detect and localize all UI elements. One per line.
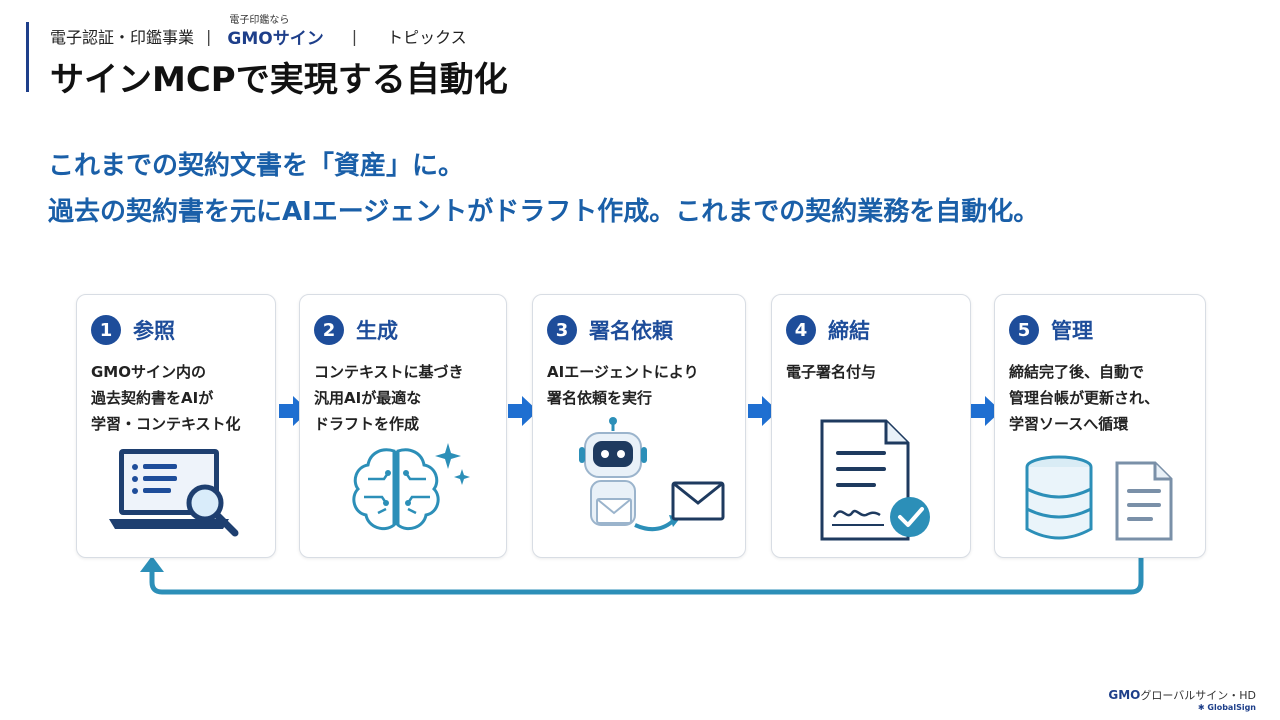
step-number: 2: [314, 315, 344, 345]
gmo-sign-logo: 電子印鑑なら GMOサイン: [227, 15, 324, 49]
lead-text: これまでの契約文書を「資産」に。 過去の契約書を元にAIエージェントがドラフト作…: [48, 143, 1039, 235]
brand-sign: サイン: [272, 28, 324, 49]
database-document-icon: [1025, 455, 1173, 541]
step-title: 生成: [356, 319, 398, 343]
step-title: 署名依頼: [589, 319, 673, 343]
step-number: 3: [547, 315, 577, 345]
breadcrumb-separator: |: [351, 26, 358, 46]
step-card-3: 3 署名依頼 AIエージェントにより 署名依頼を実行: [532, 294, 746, 558]
step-card-1: 1 参照 GMOサイン内の 過去契約書をAIが 学習・コンテキスト化: [76, 294, 276, 558]
step-card-2: 2 生成 コンテキストに基づき 汎用AIが最適な ドラフトを作成: [299, 294, 507, 558]
brand-tagline: 電子印鑑なら: [229, 14, 290, 26]
breadcrumb: 電子認証・印鑑事業 | 電子印鑑なら GMOサイン | トピックス: [50, 15, 467, 50]
step-description: AIエージェントにより 署名依頼を実行: [547, 363, 699, 407]
step-title: 管理: [1051, 319, 1093, 343]
lead-line-1: これまでの契約文書を「資産」に。: [48, 151, 465, 181]
step-title: 締結: [828, 319, 870, 343]
step-description: 電子署名付与: [786, 363, 877, 381]
step-number: 4: [786, 315, 816, 345]
step-description: 締結完了後、自動で 管理台帳が更新され、 学習ソースへ循環: [1009, 363, 1160, 433]
breadcrumb-division: 電子認証・印鑑事業: [50, 28, 195, 47]
footer-logo-sub: GlobalSign: [1207, 703, 1256, 712]
step-description: GMOサイン内の 過去契約書をAIが 学習・コンテキスト化: [91, 363, 241, 433]
flow-arrow-icon: [971, 396, 1001, 426]
step-title: 参照: [133, 319, 175, 343]
step-description: コンテキストに基づき 汎用AIが最適な ドラフトを作成: [314, 363, 464, 433]
lead-line-2: 過去の契約書を元にAIエージェントがドラフト作成。これまでの契約業務を自動化。: [48, 197, 1040, 227]
loop-arrow: [140, 555, 1144, 595]
signed-document-icon: [820, 419, 930, 541]
workflow-diagram: 1 参照 GMOサイン内の 過去契約書をAIが 学習・コンテキスト化 2 生成: [66, 286, 1220, 606]
footer-logo-gmo: GMO: [1108, 688, 1141, 702]
flow-arrow-icon: [279, 396, 309, 426]
flow-arrow-icon: [748, 396, 778, 426]
gmo-globalsign-logo: GMOグローバルサイン・HD ✱ GlobalSign: [1108, 688, 1256, 712]
breadcrumb-separator: |: [206, 26, 212, 46]
page-title: サインMCPで実現する自動化: [50, 60, 508, 100]
step-card-5: 5 管理 締結完了後、自動で 管理台帳が更新され、 学習ソースへ循環: [994, 294, 1206, 558]
brain-sparkle-icon: [352, 443, 470, 531]
footer-logo-text: グローバルサイン・HD: [1140, 689, 1256, 702]
flow-arrow-icon: [508, 396, 538, 426]
step-number: 5: [1009, 315, 1039, 345]
laptop-search-icon: [109, 449, 239, 537]
header-accent-bar: [26, 22, 29, 92]
breadcrumb-topic: トピックス: [387, 28, 467, 47]
robot-mail-icon: [579, 417, 725, 532]
step-number: 1: [91, 315, 121, 345]
brand-gmo: GMO: [227, 28, 273, 49]
step-card-4: 4 締結 電子署名付与: [771, 294, 971, 558]
